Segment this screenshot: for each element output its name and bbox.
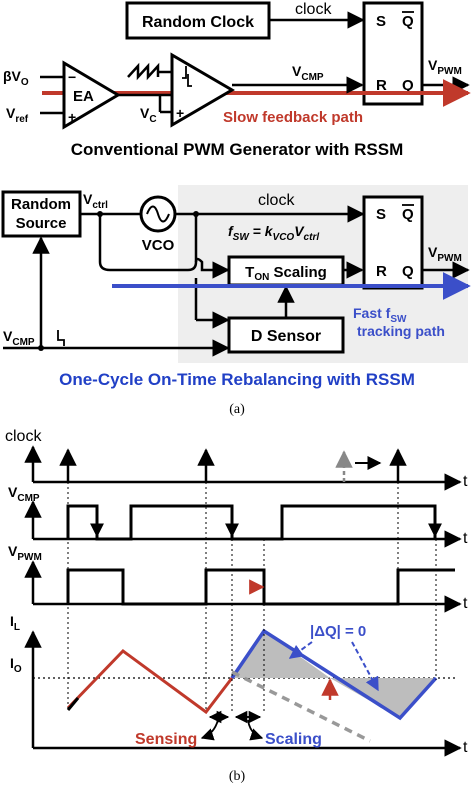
caption-b: (b) (229, 769, 246, 784)
latch-r: R (376, 77, 387, 94)
vcmp-label-mid: VCMP (3, 328, 35, 348)
slow-path-label: Slow feedback path (223, 109, 363, 126)
random-clock-block (125, 1, 271, 40)
fast-path-line2: tracking path (357, 323, 445, 339)
vc-label: VC (140, 105, 157, 125)
d-sensor-block (227, 316, 345, 354)
sensing-label: Sensing (135, 731, 197, 748)
ea-label: EA (73, 88, 94, 105)
scaling-label: Scaling (265, 731, 322, 748)
il-black-segment (66, 697, 80, 711)
il-blue-segment (230, 628, 438, 721)
delta-q-arrow-1 (288, 641, 313, 659)
clock-label-mid: clock (258, 192, 295, 209)
vref-label: Vref (6, 105, 29, 125)
beta-vo-label: βVO (3, 68, 29, 88)
io-label: IO (10, 655, 22, 675)
clock-label: clock (295, 1, 332, 18)
delta-q-arrow-2 (351, 641, 379, 692)
clock-node (193, 211, 199, 217)
ea-plus: + (68, 109, 76, 125)
fast-path-line1: Fast fSW (353, 305, 407, 325)
clock-axis-label: clock (5, 428, 42, 445)
sensing-pointer (200, 719, 219, 741)
pwm-comparator (170, 52, 235, 128)
sr-latch-top (362, 1, 424, 106)
caption-a: (a) (229, 402, 245, 417)
sawtooth-symbol (127, 62, 160, 81)
sine-icon (146, 205, 170, 223)
latch-mid-qbar: Q (402, 206, 414, 223)
vctrl-label: Vctrl (83, 191, 108, 211)
charge-area-2 (330, 678, 436, 718)
delta-q-label: |ΔQ| = 0 (310, 623, 366, 640)
vco-label: VCO (142, 237, 175, 254)
clock-t-label: t (463, 473, 468, 490)
vpwm-t-label: t (463, 595, 468, 612)
waveform-diagram: clock t VCMP t VPWM t IL IO t (5, 428, 468, 757)
vpwm-axis-label: VPWM (8, 543, 42, 563)
latch-q: Q (402, 77, 414, 94)
vcmp-axis-label: VCMP (8, 484, 40, 504)
comp-plus: + (176, 105, 184, 121)
d-sensor-label: D Sensor (251, 328, 321, 345)
latch-mid-q: Q (402, 263, 414, 280)
vcmp-t-label: t (463, 530, 468, 547)
hysteresis-symbol (182, 66, 192, 87)
sr-latch-mid (362, 195, 424, 290)
il-t-label: t (463, 739, 468, 756)
latch-qbar: Q (402, 13, 414, 30)
random-clock-label: Random Clock (142, 14, 254, 31)
falling-edge-symbol (57, 330, 65, 346)
random-source-block (1, 190, 82, 238)
latch-mid-s: S (376, 206, 386, 223)
il-gray-dashed (231, 670, 371, 743)
random-source-line2: Source (16, 215, 67, 232)
conventional-pwm-diagram: Random Clock clock S Q R Q VPWM βVO Vref… (3, 1, 471, 159)
vpwm-label-top: VPWM (428, 57, 462, 77)
ton-scaling-label: TON Scaling (245, 264, 327, 283)
random-source-line1: Random (11, 196, 71, 213)
latch-s: S (376, 13, 386, 30)
one-cycle-title: One-Cycle On-Time Rebalancing with RSSM (59, 370, 415, 389)
fsw-equation: fSW = kVCOVctrl (228, 223, 319, 243)
scaling-pointer (247, 719, 264, 741)
ea-minus: − (68, 69, 76, 85)
vcmp-node (38, 345, 44, 351)
vctrl-to-ton (98, 257, 230, 279)
error-amplifier (62, 60, 121, 130)
il-axis-label: IL (10, 613, 20, 633)
il-red-segment (66, 649, 234, 715)
vcmp-label-top: VCMP (292, 63, 324, 83)
one-cycle-diagram: Random Source Vctrl VCO clock fSW = kVCO… (1, 185, 471, 389)
latch-mid-r: R (376, 263, 387, 280)
conventional-title: Conventional PWM Generator with RSSM (71, 140, 403, 159)
vpwm-label-mid: VPWM (428, 244, 462, 264)
vcmp-waveform (66, 504, 437, 541)
vctrl-node (97, 211, 103, 217)
